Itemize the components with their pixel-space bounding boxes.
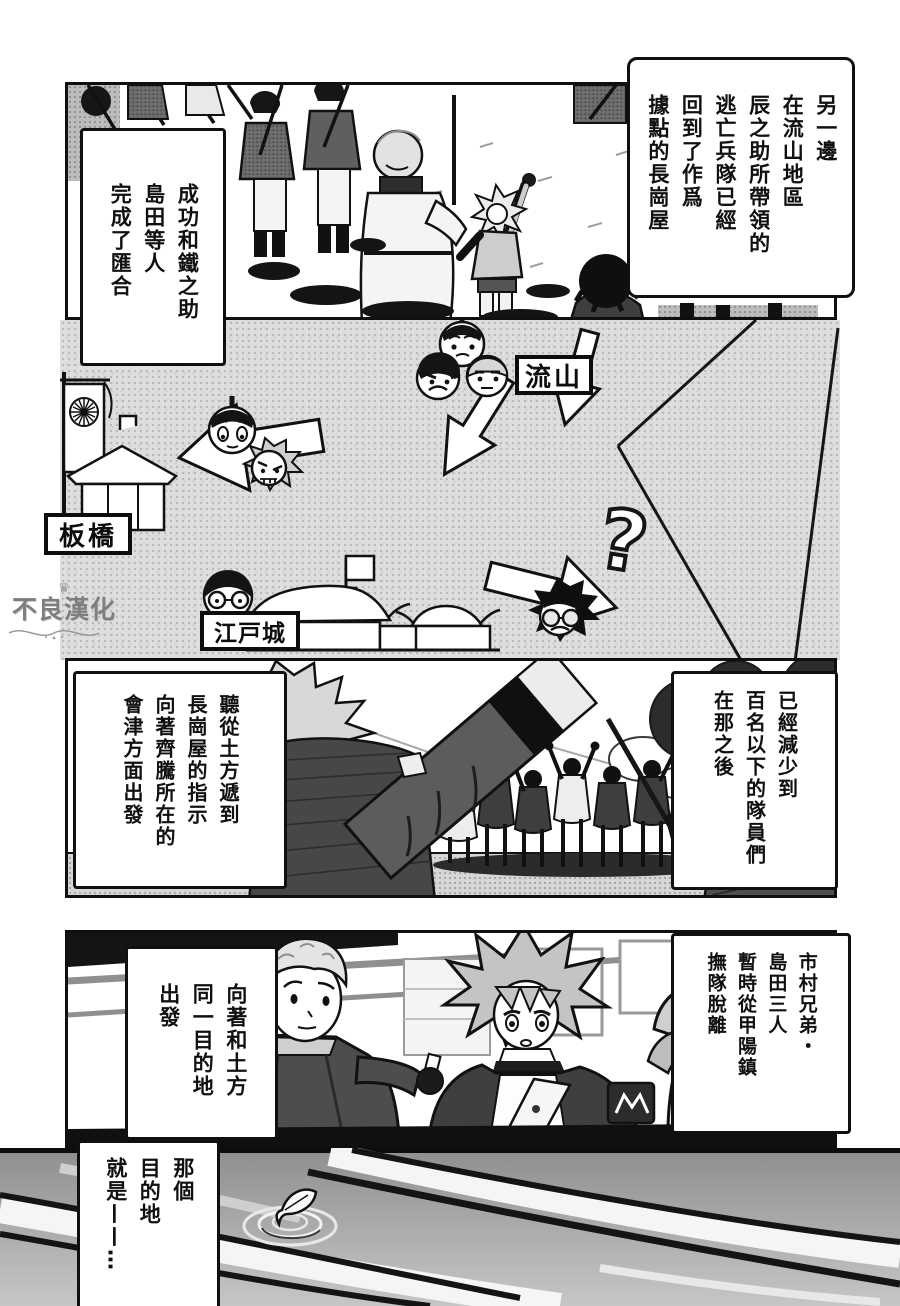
caption-bottom-left: 向著和土方 同一目的地 出發 — [125, 946, 278, 1140]
blond-soldier — [359, 95, 468, 317]
question-mark: ? — [590, 489, 656, 594]
caption-bottom-right: 市村兄弟・ 島田三人 暫時從甲陽鎮 撫隊脫離 — [671, 933, 851, 1134]
caption-text: 成功和鐵之助 島田等人 完成了匯合 — [108, 183, 200, 321]
crown-icon: ♛ — [58, 581, 70, 596]
scanlation-watermark: ♛ 不良漢化 — [4, 581, 124, 641]
watermark-title: 不良漢化 — [11, 595, 116, 625]
caption-top-right: 另一邊 在流山地區 辰之助所帶領的 逃亡兵隊已經 回到了作爲 據點的長崗屋 — [627, 57, 855, 298]
caption-text: 市村兄弟・ 島田三人 暫時從甲陽鎮 撫隊脫離 — [704, 952, 818, 1078]
caption-mid-left: 聽從土方遞到 長崗屋的指示 向著齊騰所在的 會津方面出發 — [73, 671, 287, 889]
caption-text: 那個 目的地 就是——… — [103, 1157, 195, 1272]
watermark-flourish-icon — [8, 630, 100, 640]
chibi-head-topknot — [438, 320, 486, 368]
sign-edo-castle: 江戸城 — [200, 611, 300, 651]
caption-text: 向著和土方 同一目的地 出發 — [156, 983, 248, 1098]
sign-label: 江戸城 — [214, 621, 286, 647]
caption-mid-right: 已經減少到 百名以下的隊員們 在那之後 — [671, 671, 838, 890]
chibi-head-scowl — [415, 352, 461, 401]
caption-bottom-left-2: 那個 目的地 就是——… — [77, 1140, 220, 1306]
spiky-teen — [426, 933, 656, 1145]
chibi-head-spiky-grimace — [241, 436, 305, 493]
map-art — [60, 320, 840, 662]
caption-text: 另一邊 在流山地區 辰之助所帶領的 逃亡兵隊已經 回到了作爲 據點的長崗屋 — [645, 94, 838, 255]
ground-shadows — [248, 238, 570, 317]
sign-label: 流山 — [524, 362, 583, 393]
chibi-head-topknot-worried — [207, 396, 257, 455]
caption-top-left: 成功和鐵之助 島田等人 完成了匯合 — [80, 128, 226, 366]
caption-text: 已經減少到 百名以下的隊員們 在那之後 — [710, 690, 799, 866]
chibi-head-glasses — [202, 570, 254, 622]
soldier-figure — [302, 85, 362, 253]
soldier-figure — [238, 85, 296, 257]
sign-itabashi: 板橋 — [44, 513, 132, 555]
caption-text: 聽從土方遞到 長崗屋的指示 向著齊騰所在的 會津方面出發 — [120, 694, 240, 848]
sign-label: 板橋 — [58, 521, 117, 552]
chibi-head-messy-glasses — [528, 578, 600, 642]
right-marchers — [573, 85, 818, 317]
road-lines — [616, 320, 840, 662]
panel-map-diagram — [60, 320, 840, 662]
leaf-ripple-icon — [242, 1188, 338, 1247]
sign-nagareyama: 流山 — [515, 355, 593, 395]
waving-kid — [456, 173, 536, 317]
chibi-head-blond — [465, 354, 509, 398]
